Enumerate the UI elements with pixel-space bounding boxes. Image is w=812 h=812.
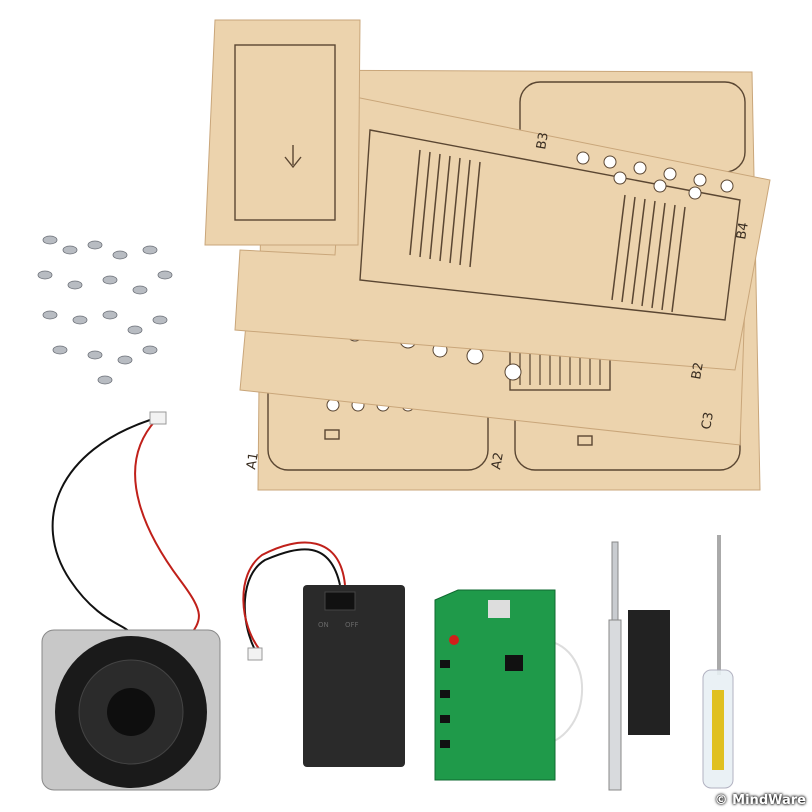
panel-label-b2: B2 — [689, 361, 707, 381]
speaker — [41, 411, 221, 791]
radio-circuit-board — [434, 589, 584, 781]
battery-holder: ON OFF — [242, 541, 405, 767]
panel-label-c3: C3 — [699, 411, 717, 431]
panel-label-a2: A2 — [489, 451, 507, 471]
panel-label-a1: A1 — [244, 451, 262, 471]
screwdriver — [702, 535, 734, 789]
panel-label-b4: B4 — [734, 221, 752, 241]
button-holes — [576, 151, 734, 200]
panel-label-b3: B3 — [534, 131, 552, 151]
screw-pile — [37, 235, 173, 385]
switch-off-label: OFF — [345, 621, 359, 629]
switch-on-label: ON — [318, 621, 329, 629]
watermark: © MindWare — [714, 793, 806, 808]
foam-pad — [628, 610, 670, 735]
wood-panel-side — [204, 19, 361, 246]
telescopic-antenna — [608, 541, 622, 791]
wood-panel-b: B3 B4 B2 — [234, 94, 771, 381]
